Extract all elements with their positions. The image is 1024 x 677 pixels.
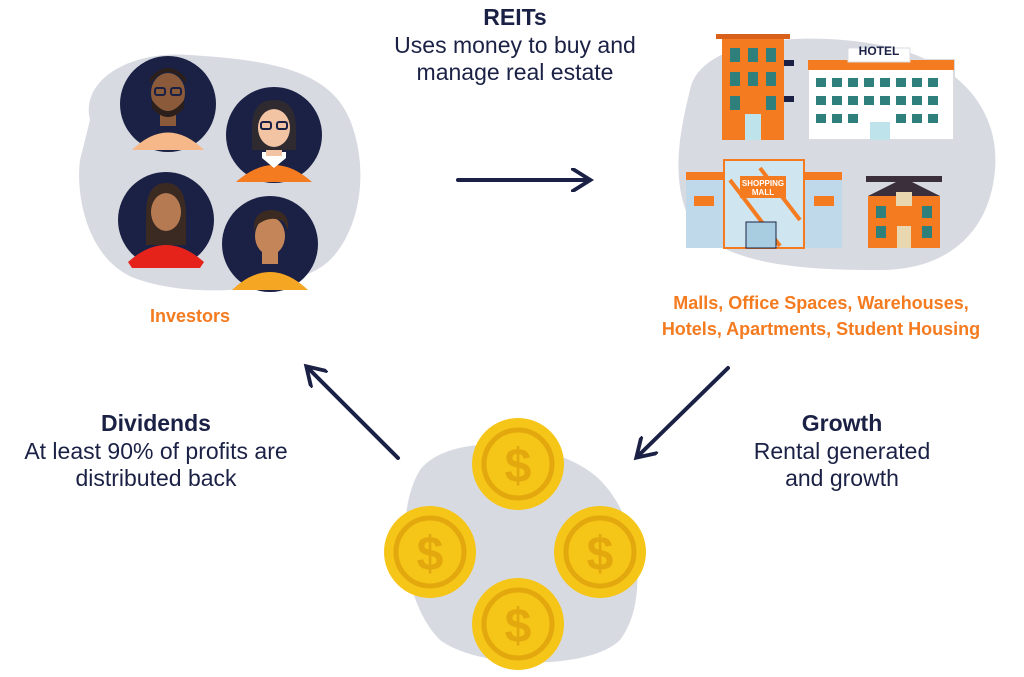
properties-line1: Malls, Office Spaces, Warehouses, [673, 293, 969, 313]
svg-text:$: $ [505, 600, 532, 653]
reits-label-group: REITs Uses money to buy and manage real … [330, 4, 700, 87]
growth-title: Growth [801, 410, 883, 436]
reits-desc-line2: manage real estate [416, 59, 614, 86]
shopping-mall-building [686, 159, 842, 249]
reits-desc-line1: Uses money to buy and [394, 31, 636, 58]
apartment-house [866, 176, 942, 248]
dividends-label-group: Dividends At least 90% of profits are di… [0, 410, 312, 493]
dividends-title: Dividends [101, 410, 211, 436]
mall-sign-line1: SHOPPING [742, 179, 784, 188]
properties-label-group: Malls, Office Spaces, Warehouses, Hotels… [618, 290, 1024, 342]
coins-blob [404, 444, 638, 663]
arrow-coins-to-investors [308, 368, 400, 460]
coin-left: $ [384, 506, 476, 598]
svg-text:$: $ [587, 528, 614, 581]
growth-label-group: Growth Rental generated and growth [712, 410, 972, 493]
coin-bottom: $ [472, 578, 564, 670]
investor-avatar-1 [120, 56, 216, 152]
hotel-sign: HOTEL [859, 44, 900, 58]
dividends-desc-line1: At least 90% of profits are [24, 437, 288, 464]
growth-desc-line1: Rental generated [753, 437, 931, 464]
investor-avatar-4 [222, 196, 318, 292]
coin-right: $ [554, 506, 646, 598]
mall-sign-line2: MALL [752, 188, 774, 197]
investor-avatar-2 [226, 87, 322, 183]
arrow-properties-to-coins [638, 366, 730, 456]
investors-label: Investors [149, 306, 231, 326]
svg-text:$: $ [417, 528, 444, 581]
investor-avatar-3 [118, 172, 214, 268]
dividends-desc-line2: distributed back [75, 465, 237, 492]
svg-text:$: $ [505, 440, 532, 493]
coin-top: $ [472, 418, 564, 510]
reits-title: REITs [483, 4, 547, 30]
growth-desc-line2: and growth [785, 465, 899, 492]
office-building [716, 34, 794, 140]
investors-blob [79, 54, 361, 291]
hotel-building [807, 47, 955, 141]
properties-line2: Hotels, Apartments, Student Housing [661, 319, 981, 340]
